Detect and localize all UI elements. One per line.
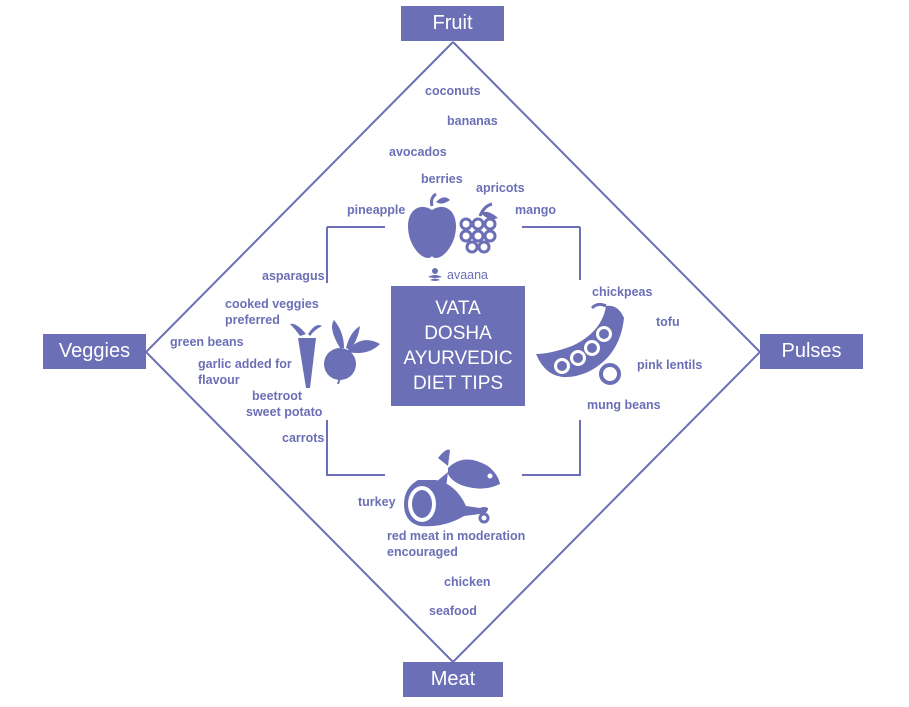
- pulses-label: pink lentils: [637, 358, 703, 372]
- brand-name: avaana: [447, 268, 489, 282]
- meat-label: red meat in moderation: [387, 529, 526, 543]
- ham-icon: [404, 480, 490, 527]
- center-line: DIET TIPS: [412, 373, 504, 394]
- peapod-icon: [536, 302, 624, 385]
- veggies-label: beetroot: [252, 389, 302, 403]
- meat-label: seafood: [429, 604, 477, 618]
- meat-label: encouraged: [387, 545, 458, 559]
- center-line: AYURVEDIC: [403, 348, 513, 369]
- fruit-label: bananas: [447, 114, 498, 128]
- veggies-label: preferred: [225, 313, 280, 327]
- beetroot-icon: [324, 320, 380, 384]
- veggies-label: garlic added for: [198, 357, 292, 371]
- brand-logo: avaana: [427, 268, 488, 282]
- veggies-label: flavour: [198, 373, 240, 387]
- pulses-label: mung beans: [587, 398, 661, 412]
- fruit-corner-box: Fruit: [401, 6, 504, 41]
- pulses-corner-box: Pulses: [760, 334, 863, 369]
- inner-bracket-bottom-left: [326, 420, 385, 476]
- meat-label: chicken: [444, 575, 491, 589]
- veggies-label: cooked veggies: [225, 297, 319, 311]
- veggies-corner-box: Veggies: [43, 334, 146, 369]
- fruit-label: apricots: [476, 181, 525, 195]
- veggies-label: asparagus: [262, 269, 325, 283]
- carrot-icon: [290, 323, 322, 388]
- lotus-icon: [428, 268, 442, 281]
- fruit-label: coconuts: [425, 84, 481, 98]
- fruit-label: mango: [515, 203, 556, 217]
- veggies-label: sweet potato: [246, 405, 323, 419]
- inner-bracket-bottom-right: [522, 420, 581, 476]
- apple-icon: [408, 192, 456, 258]
- fruit-label: avocados: [389, 145, 447, 159]
- meat-corner-box: Meat: [403, 662, 503, 697]
- fruit-label: berries: [421, 172, 463, 186]
- fruit-label: pineapple: [347, 203, 406, 217]
- grapes-icon: [459, 202, 498, 254]
- center-line: DOSHA: [424, 323, 492, 344]
- veggies-label: green beans: [170, 335, 244, 349]
- veggies-label: carrots: [282, 431, 325, 445]
- meat-label: turkey: [358, 495, 396, 509]
- pulses-label: chickpeas: [592, 285, 653, 299]
- pulses-label: tofu: [656, 315, 680, 329]
- center-title: VATA DOSHA AYURVEDIC DIET TIPS: [391, 286, 525, 406]
- center-line: VATA: [435, 298, 481, 319]
